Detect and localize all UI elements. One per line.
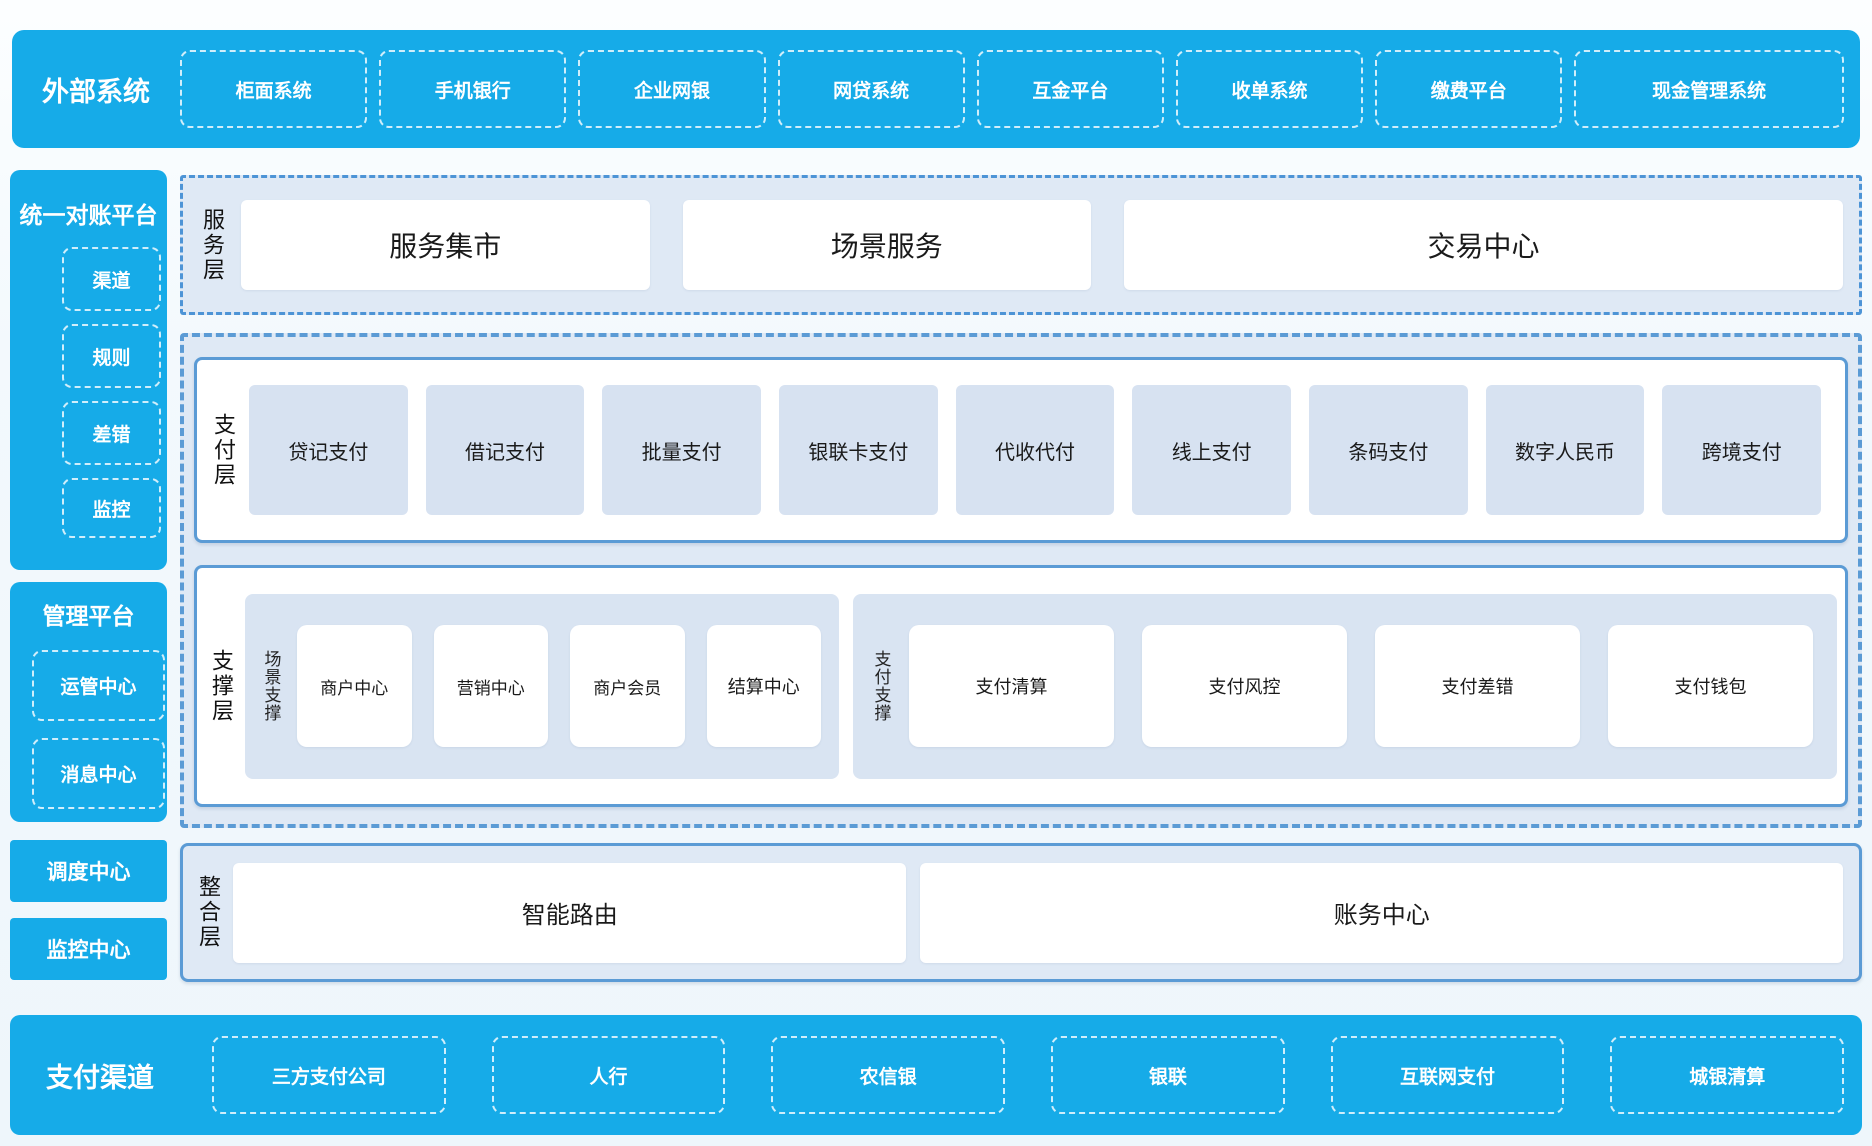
node-barcode-pay: 条码支付 (1309, 385, 1468, 515)
node-payment-risk: 支付风控 (1142, 625, 1347, 747)
payment-layer-items: 贷记支付 借记支付 批量支付 银联卡支付 代收代付 线上支付 条码支付 数字人民… (249, 360, 1822, 540)
reconciliation-platform-title: 统一对账平台 (19, 202, 158, 228)
node-payment-clearing: 支付清算 (909, 625, 1114, 747)
node-errors: 差错 (62, 401, 161, 465)
node-unionpay-card: 银联卡支付 (779, 385, 938, 515)
node-merchant-member: 商户会员 (570, 625, 685, 747)
service-layer-items: 服务集市 场景服务 交易中心 (241, 178, 1844, 312)
node-channel: 渠道 (62, 247, 161, 311)
node-unionpay: 银联 (1051, 1036, 1285, 1114)
node-pboc: 人行 (491, 1036, 726, 1114)
external-systems-items: 柜面系统 手机银行 企业网银 网贷系统 互金平台 收单系统 缴费平台 现金管理系… (180, 50, 1844, 128)
external-systems-bar: 外部系统 柜面系统 手机银行 企业网银 网贷系统 互金平台 收单系统 缴费平台 … (12, 30, 1860, 148)
node-crossborder-pay: 跨境支付 (1662, 385, 1822, 515)
payment-channels-title: 支付渠道 (46, 1062, 154, 1093)
payment-support-panel: 支付支撑 支付清算 支付风控 支付差错 支付钱包 (853, 593, 1837, 779)
node-payment-wallet: 支付钱包 (1608, 625, 1813, 747)
scene-support-label: 场景支撑 (261, 650, 281, 722)
scene-support-items: 商户中心 营销中心 商户会员 结算中心 (297, 594, 821, 779)
node-rural-credit: 农信银 (771, 1036, 1006, 1114)
node-corporate-ebank: 企业网银 (578, 50, 766, 128)
node-batch-pay: 批量支付 (602, 385, 762, 515)
node-monitor-center: 监控中心 (10, 918, 167, 980)
node-accounting-center: 账务中心 (920, 862, 1843, 963)
node-online-loan: 网贷系统 (777, 50, 965, 128)
node-fintech-platform: 互金平台 (976, 50, 1164, 128)
node-internet-pay: 互联网支付 (1330, 1036, 1565, 1114)
node-counter-system: 柜面系统 (180, 50, 368, 128)
management-platform-title: 管理平台 (42, 603, 135, 629)
node-third-party-pay: 三方支付公司 (212, 1036, 446, 1114)
node-debit-pay: 借记支付 (425, 385, 585, 515)
node-marketing-center: 营销中心 (433, 625, 548, 747)
node-acquiring-system: 收单系统 (1175, 50, 1364, 128)
reconciliation-items: 渠道 规则 差错 监控 (62, 247, 161, 538)
payment-channels-items: 三方支付公司 人行 农信银 银联 互联网支付 城银清算 (212, 1036, 1845, 1114)
management-items: 运管中心 消息中心 (32, 650, 165, 809)
node-service-market: 服务集市 (241, 200, 650, 290)
node-mobile-banking: 手机银行 (379, 50, 567, 128)
node-trade-center: 交易中心 (1124, 200, 1844, 290)
payment-support-label: 支付支撑 (871, 650, 891, 722)
payment-channels-bar: 支付渠道 三方支付公司 人行 农信银 银联 互联网支付 城银清算 (10, 1015, 1862, 1135)
node-ops-center: 运管中心 (32, 650, 165, 721)
reconciliation-platform-box: 统一对账平台 渠道 规则 差错 监控 (10, 170, 167, 570)
node-message-center: 消息中心 (32, 738, 165, 809)
node-collect-pay: 代收代付 (955, 385, 1115, 515)
node-fee-payment: 缴费平台 (1375, 50, 1563, 128)
payment-support-items: 支付清算 支付风控 支付差错 支付钱包 (909, 594, 1813, 779)
payment-layer-label: 支付层 (211, 412, 236, 488)
payment-layer: 支付层 贷记支付 借记支付 批量支付 银联卡支付 代收代付 线上支付 条码支付 … (194, 357, 1848, 543)
service-layer-label: 服务层 (200, 207, 225, 283)
support-layer: 支撑层 场景支撑 商户中心 营销中心 商户会员 结算中心 支付支撑 支付清算 支… (194, 565, 1848, 807)
node-merchant-center: 商户中心 (297, 625, 412, 747)
node-monitor: 监控 (62, 478, 161, 538)
management-platform-box: 管理平台 运管中心 消息中心 (10, 582, 167, 822)
service-layer: 服务层 服务集市 场景服务 交易中心 (180, 175, 1862, 315)
integration-layer-label: 整合层 (196, 875, 221, 950)
node-dispatch-center: 调度中心 (10, 840, 167, 902)
external-systems-title: 外部系统 (42, 76, 150, 107)
node-scene-service: 场景服务 (682, 200, 1092, 290)
node-credit-pay: 贷记支付 (249, 385, 408, 515)
integration-layer-items: 智能路由 账务中心 (233, 846, 1843, 979)
support-layer-groups: 场景支撑 商户中心 营销中心 商户会员 结算中心 支付支撑 支付清算 支付风控 … (245, 568, 1837, 804)
scene-support-panel: 场景支撑 商户中心 营销中心 商户会员 结算中心 (245, 593, 839, 779)
node-cash-mgmt-system: 现金管理系统 (1574, 50, 1844, 128)
node-smart-routing: 智能路由 (233, 862, 907, 963)
node-digital-rmb: 数字人民币 (1485, 385, 1645, 515)
support-layer-label: 支撑层 (209, 648, 234, 724)
node-rules: 规则 (62, 324, 161, 388)
integration-layer: 整合层 智能路由 账务中心 (180, 843, 1862, 982)
node-settlement-center: 结算中心 (706, 625, 821, 747)
node-city-bank-clearing: 城银清算 (1610, 1036, 1845, 1114)
node-payment-errors: 支付差错 (1375, 625, 1580, 747)
node-online-pay: 线上支付 (1132, 385, 1292, 515)
